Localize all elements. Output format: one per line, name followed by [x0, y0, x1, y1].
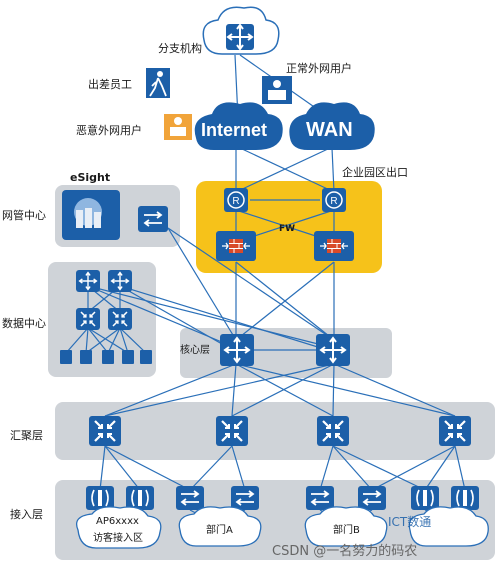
campus-exit-label: 企业园区出口 [342, 166, 408, 179]
layer-label-aggregation: 汇聚层 [10, 429, 43, 442]
malicious-user-label: 恶意外网用户 [76, 124, 142, 137]
agg-switch-1 [89, 416, 121, 446]
dc-agg-right [108, 308, 132, 330]
access-switch-3 [306, 486, 334, 510]
normal-user-label: 正常外网用户 [286, 62, 352, 75]
access-ap-1 [86, 486, 114, 510]
access-switch-4 [358, 486, 386, 510]
watermark-ict: ICT数通 [388, 515, 432, 529]
business-traveler-label: 出差员工 [88, 78, 132, 91]
dept-b-label: 部门B [333, 525, 360, 536]
ap-guest-line2: 访客接入区 [93, 533, 143, 544]
firewall-left [216, 231, 256, 261]
normal-user-icon [262, 76, 292, 104]
wan-label: WAN [306, 119, 353, 141]
esight-label: eSight [70, 171, 111, 184]
dc-core-router-left [76, 270, 100, 292]
connection-lines [65, 54, 466, 519]
internet-label: Internet [201, 120, 268, 140]
core-router-left [220, 334, 254, 366]
branch-cloud [202, 6, 280, 55]
dc-agg-left [76, 308, 100, 330]
branch-label: 分支机构 [158, 42, 202, 55]
dept-a-cloud [178, 506, 262, 547]
nms-switch-icon [138, 206, 168, 232]
dept-b-cloud [304, 506, 388, 547]
zone-cloud-right [408, 506, 489, 547]
exit-router-right: R [322, 188, 346, 212]
firewall-right [314, 231, 354, 261]
core-router-right [316, 334, 350, 366]
wan-cloud [289, 102, 375, 150]
access-ap-4 [451, 486, 479, 510]
layer-label-datacenter: 数据中心 [2, 317, 46, 330]
access-ap-2 [126, 486, 154, 510]
guest-cloud [75, 506, 162, 549]
dc-core-router-right [108, 270, 132, 292]
access-switch-2 [231, 486, 259, 510]
access-switch-1 [176, 486, 204, 510]
agg-switch-4 [439, 416, 471, 446]
business-traveler-icon [146, 68, 170, 98]
malicious-user-icon [164, 114, 192, 140]
aggregation-layer-panel [55, 402, 495, 460]
ap-guest-line1: AP6xxxx [96, 516, 139, 527]
dc-servers [60, 350, 152, 364]
internet-cloud [194, 102, 283, 150]
layer-label-nms: 网管中心 [2, 209, 46, 222]
agg-switch-2 [216, 416, 248, 446]
exit-router-left: R [224, 188, 248, 212]
esight-server-icon [62, 190, 120, 240]
dept-a-label: 部门A [206, 525, 233, 536]
access-ap-3 [411, 486, 439, 510]
core-layer-label: 核心层 [180, 345, 210, 356]
layer-label-access: 接入层 [10, 508, 43, 521]
agg-switch-3 [317, 416, 349, 446]
svg-text:R: R [232, 196, 239, 207]
fw-label: FW [279, 224, 296, 234]
watermark-csdn: CSDN @一名努力的码农 [272, 544, 418, 559]
svg-text:R: R [330, 196, 337, 207]
